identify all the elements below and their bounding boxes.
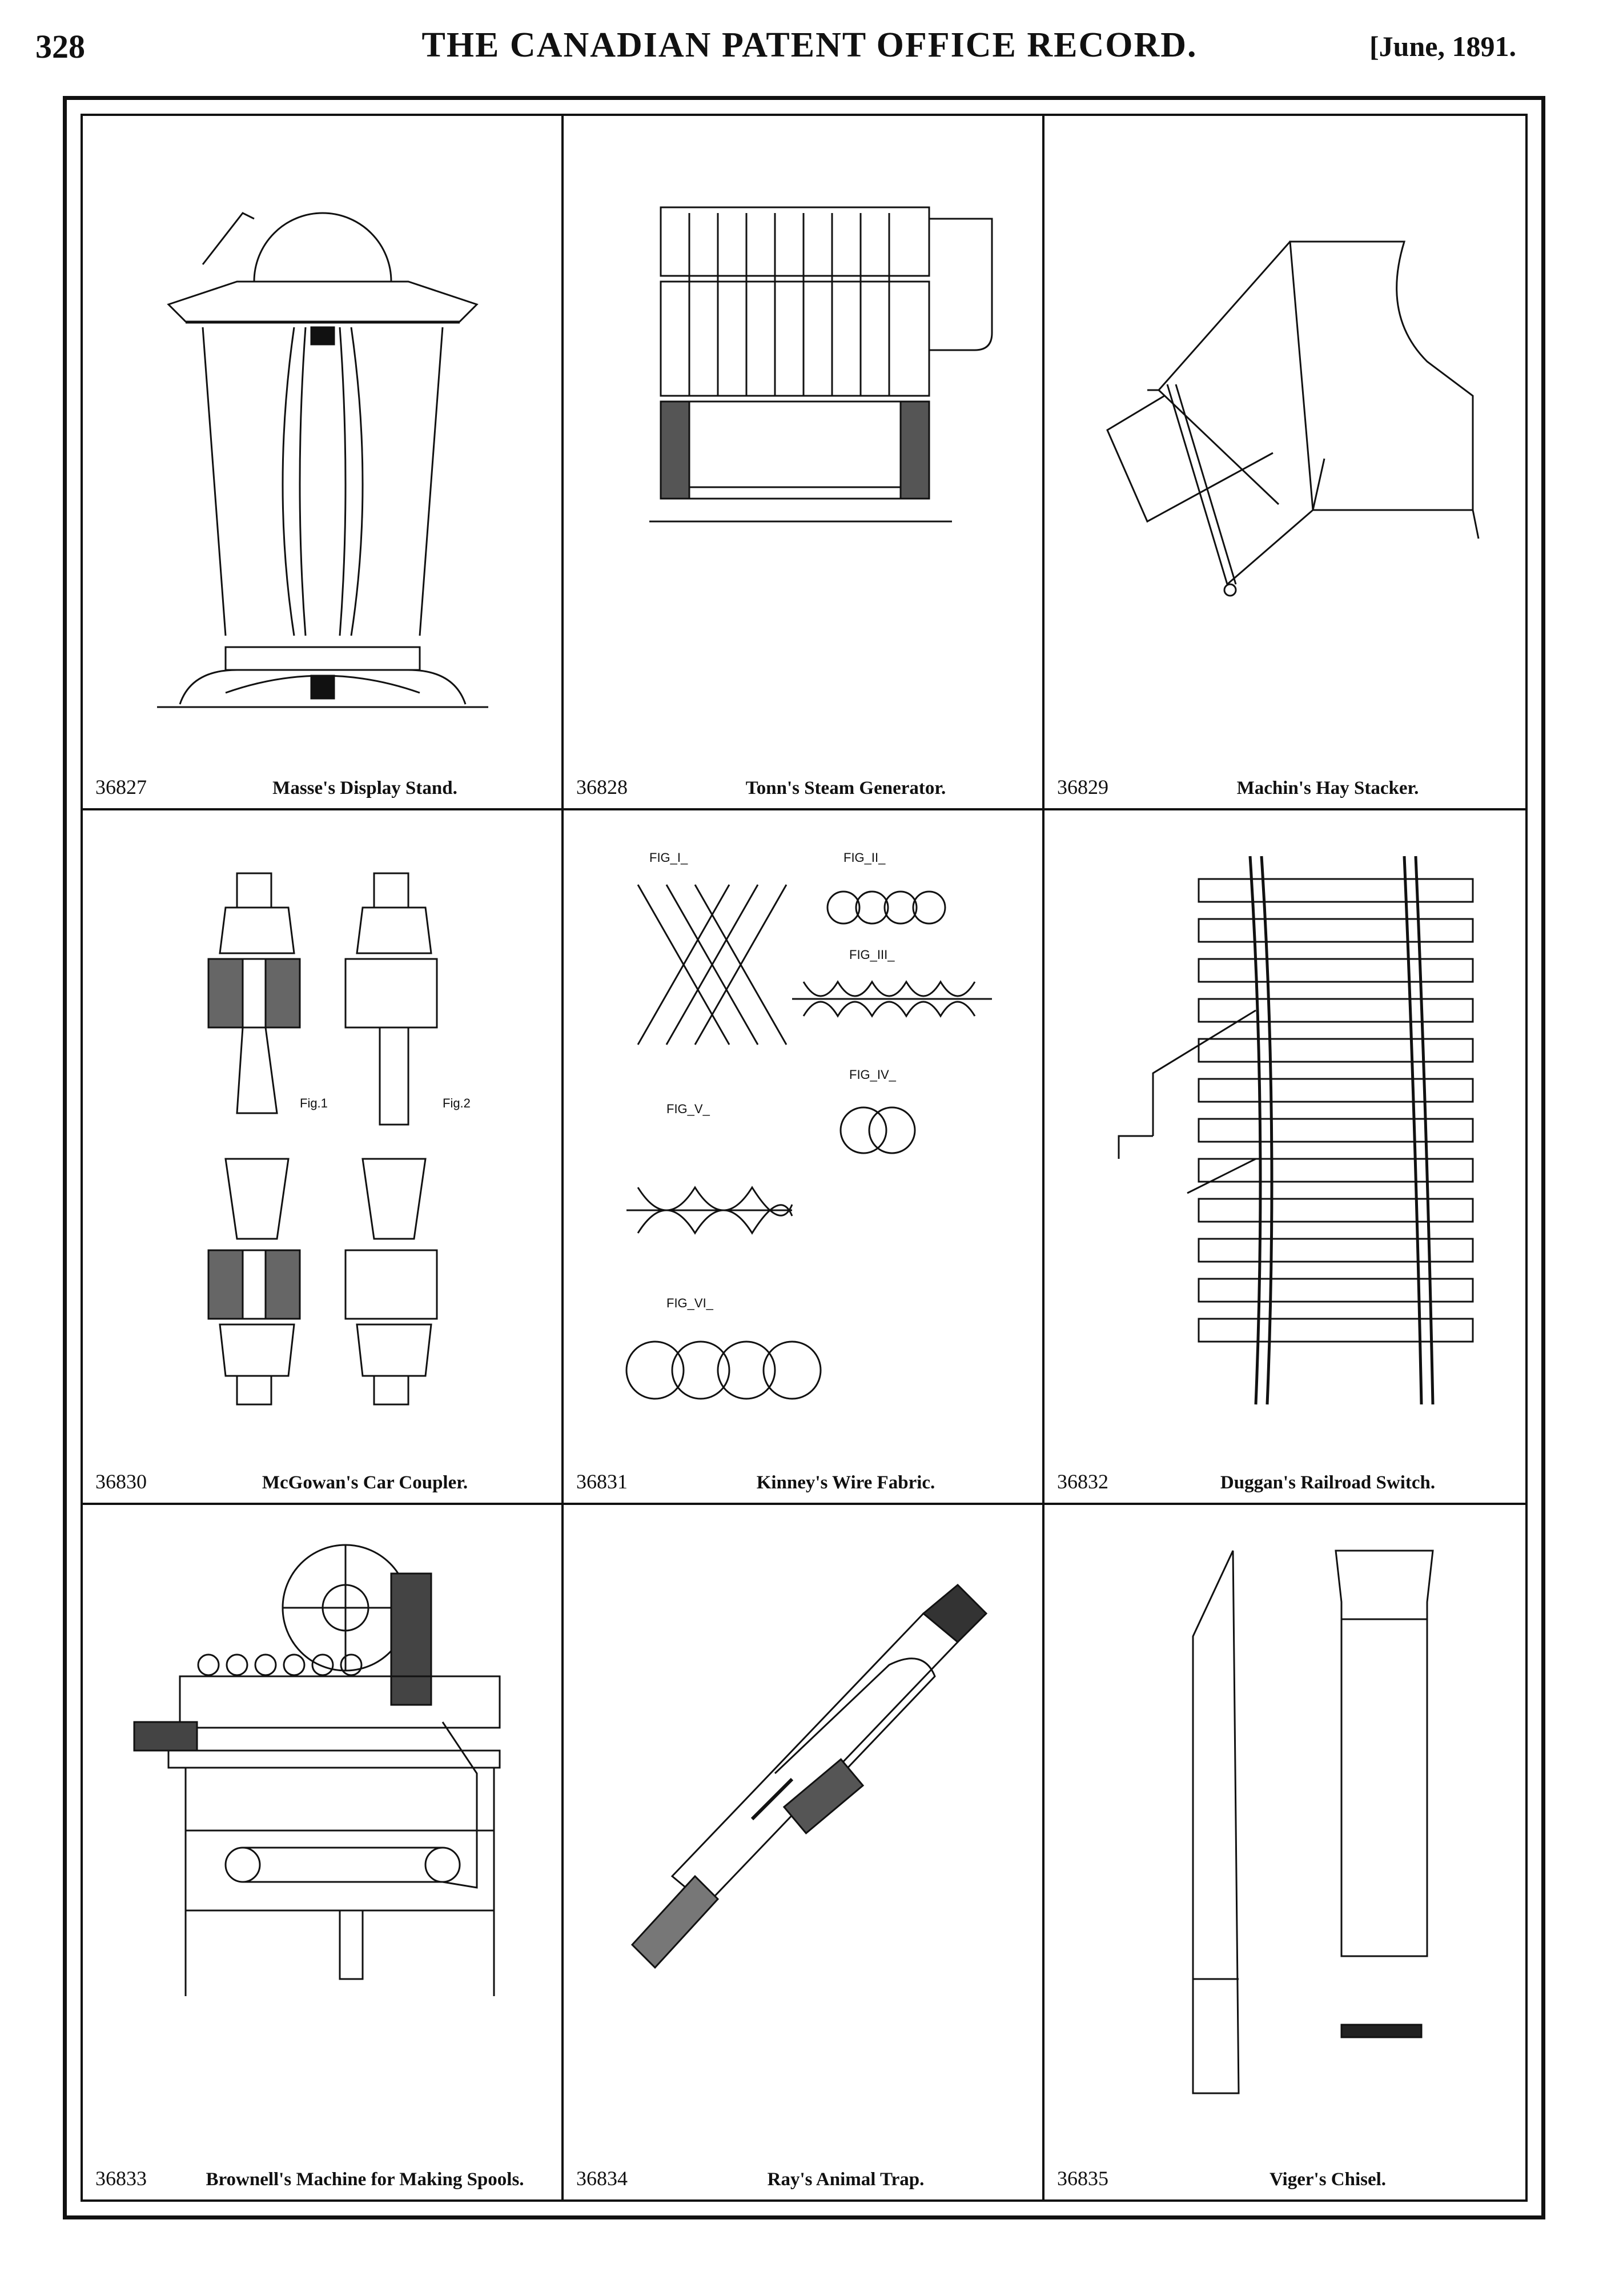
animal-trap-drawing: [604, 1534, 1003, 2133]
patent-cell: 36832 Duggan's Railroad Switch.: [1044, 810, 1525, 1505]
steam-generator-drawing: [604, 144, 1003, 744]
patent-grid: 36827 Masse's Display Stand.: [81, 114, 1528, 2202]
figure-label: FIG_IV_: [849, 1067, 897, 1082]
page-number: 328: [35, 28, 85, 65]
plate-frame: 36827 Masse's Display Stand.: [63, 96, 1545, 2219]
patent-cell: FIG_I_ FIG_II_ FIG_III_ FIG_IV_ FIG_V_ F…: [564, 810, 1044, 1505]
patent-title: Duggan's Railroad Switch.: [1220, 1472, 1436, 1493]
patent-cell: 36827 Masse's Display Stand.: [83, 116, 564, 810]
spool-machine-drawing: [123, 1534, 523, 2133]
patent-title: Viger's Chisel.: [1269, 2169, 1387, 2190]
patent-number: 36834: [576, 2167, 628, 2190]
chisel-drawing: [1084, 1534, 1484, 2133]
wire-fabric-drawing: FIG_I_ FIG_II_ FIG_III_ FIG_IV_ FIG_V_ F…: [604, 850, 1003, 1439]
patent-title: Ray's Animal Trap.: [767, 2169, 925, 2190]
patent-number: 36830: [95, 1470, 147, 1493]
patent-cell: Fig.1 Fig.2 36830 McGowan's Car Coupler.: [83, 810, 564, 1505]
patent-number: 36833: [95, 2167, 147, 2190]
hay-stacker-drawing: [1084, 144, 1484, 744]
patent-number: 36827: [95, 776, 147, 798]
patent-number: 36829: [1057, 776, 1108, 798]
figure-label: Fig.1: [300, 1096, 328, 1110]
figure-label: Fig.2: [443, 1096, 471, 1110]
patent-number: 36831: [576, 1470, 628, 1493]
figure-label: FIG_III_: [849, 948, 895, 962]
patent-title: Machin's Hay Stacker.: [1236, 778, 1419, 798]
car-coupler-drawing: Fig.1 Fig.2: [123, 839, 471, 1439]
figure-label: FIG_II_: [843, 850, 886, 865]
figure-label: FIG_V_: [666, 1102, 710, 1116]
page-header: 328 THE CANADIAN PATENT OFFICE RECORD. […: [0, 0, 1619, 97]
patent-title: Brownell's Machine for Making Spools.: [206, 2169, 524, 2190]
patent-cell: 36835 Viger's Chisel.: [1044, 1505, 1525, 2199]
patent-cell: 36834 Ray's Animal Trap.: [564, 1505, 1044, 2199]
patent-title: Kinney's Wire Fabric.: [756, 1472, 935, 1493]
figure-label: FIG_I_: [649, 850, 688, 865]
display-stand-drawing: [123, 144, 523, 744]
railroad-switch-drawing: [1084, 839, 1484, 1439]
patent-title: Tonn's Steam Generator.: [745, 778, 946, 798]
patent-number: 36835: [1057, 2167, 1108, 2190]
patent-number: 36832: [1057, 1470, 1108, 1493]
patent-cell: 36833 Brownell's Machine for Making Spoo…: [83, 1505, 564, 2199]
patent-cell: 36828 Tonn's Steam Generator.: [564, 116, 1044, 810]
patent-number: 36828: [576, 776, 628, 798]
patent-title: McGowan's Car Coupler.: [262, 1472, 468, 1493]
patent-cell: 36829 Machin's Hay Stacker.: [1044, 116, 1525, 810]
patent-title: Masse's Display Stand.: [272, 778, 457, 798]
figure-label: FIG_VI_: [666, 1296, 714, 1310]
issue-date: [June, 1891.: [1369, 30, 1516, 62]
publication-title: THE CANADIAN PATENT OFFICE RECORD.: [421, 26, 1198, 65]
